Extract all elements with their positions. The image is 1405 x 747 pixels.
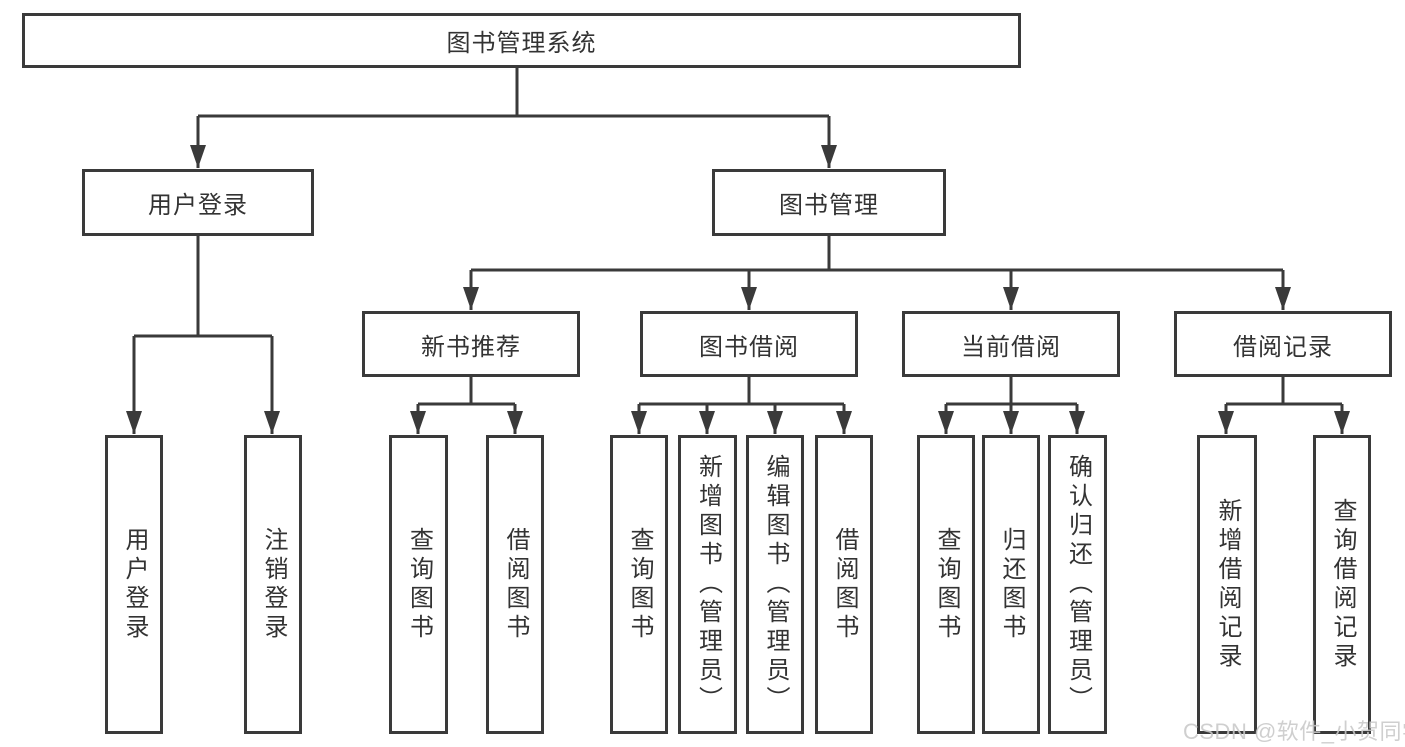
- leaf-return-books: 归还图书: [982, 435, 1040, 734]
- leaf-query-borrow-record-label: 查询借阅记录: [1329, 497, 1356, 672]
- leaf-add-books-admin: 新增图书（管理员）: [678, 435, 737, 734]
- node-borrow-records: 借阅记录: [1174, 311, 1392, 377]
- leaf-borrow-query-books-label: 查询图书: [626, 526, 653, 643]
- node-user-login: 用户登录: [82, 169, 314, 236]
- node-new-book-recommend-label: 新书推荐: [421, 333, 521, 361]
- leaf-borrow-books: 借阅图书: [815, 435, 873, 734]
- leaf-edit-books-admin: 编辑图书（管理员）: [746, 435, 804, 734]
- leaf-return-books-label: 归还图书: [998, 526, 1025, 643]
- csdn-watermark: CSDN @软件_小贺同学: [1183, 719, 1405, 744]
- leaf-current-query-books-label: 查询图书: [933, 526, 960, 643]
- connector-user-login-group: [126, 236, 280, 434]
- connector-root-to-level2: [190, 68, 837, 168]
- leaf-user-login: 用户登录: [105, 435, 163, 734]
- node-book-borrow-label: 图书借阅: [699, 333, 799, 361]
- leaf-add-books-admin-label: 新增图书（管理员）: [694, 454, 722, 715]
- node-current-borrow: 当前借阅: [902, 311, 1120, 377]
- leaf-recommend-query-books: 查询图书: [389, 435, 448, 734]
- node-root-system-label: 图书管理系统: [446, 30, 597, 57]
- node-book-borrow: 图书借阅: [640, 311, 858, 377]
- connector-book-management-to-level3: [463, 236, 1291, 310]
- leaf-borrow-books-label: 借阅图书: [831, 526, 858, 643]
- node-new-book-recommend: 新书推荐: [362, 311, 580, 377]
- connector-new-book-group: [410, 377, 523, 434]
- node-book-management-label: 图书管理: [779, 192, 879, 219]
- node-current-borrow-label: 当前借阅: [961, 333, 1061, 361]
- leaf-add-borrow-record-label: 新增借阅记录: [1214, 497, 1241, 672]
- connector-borrow-records-group: [1218, 377, 1350, 434]
- leaf-add-borrow-record: 新增借阅记录: [1197, 435, 1257, 734]
- leaf-logout-label: 注销登录: [260, 526, 287, 643]
- leaf-recommend-borrow-books: 借阅图书: [486, 435, 544, 734]
- leaf-query-borrow-record: 查询借阅记录: [1313, 435, 1371, 734]
- leaf-borrow-query-books: 查询图书: [610, 435, 668, 734]
- leaf-logout: 注销登录: [244, 435, 302, 734]
- leaf-edit-books-admin-label: 编辑图书（管理员）: [762, 454, 789, 715]
- node-user-login-label: 用户登录: [148, 192, 248, 219]
- connector-current-borrow-group: [938, 377, 1085, 434]
- leaf-recommend-borrow-books-label: 借阅图书: [502, 526, 529, 643]
- leaf-current-query-books: 查询图书: [917, 435, 975, 734]
- leaf-recommend-query-books-label: 查询图书: [405, 526, 433, 643]
- node-root-system: 图书管理系统: [22, 13, 1021, 68]
- leaf-user-login-label: 用户登录: [121, 526, 148, 643]
- leaf-confirm-return-admin-label: 确认归还（管理员）: [1064, 454, 1092, 715]
- node-book-management: 图书管理: [712, 169, 946, 236]
- node-borrow-records-label: 借阅记录: [1233, 333, 1333, 361]
- connector-book-borrow-group: [631, 377, 852, 434]
- leaf-confirm-return-admin: 确认归还（管理员）: [1048, 435, 1107, 734]
